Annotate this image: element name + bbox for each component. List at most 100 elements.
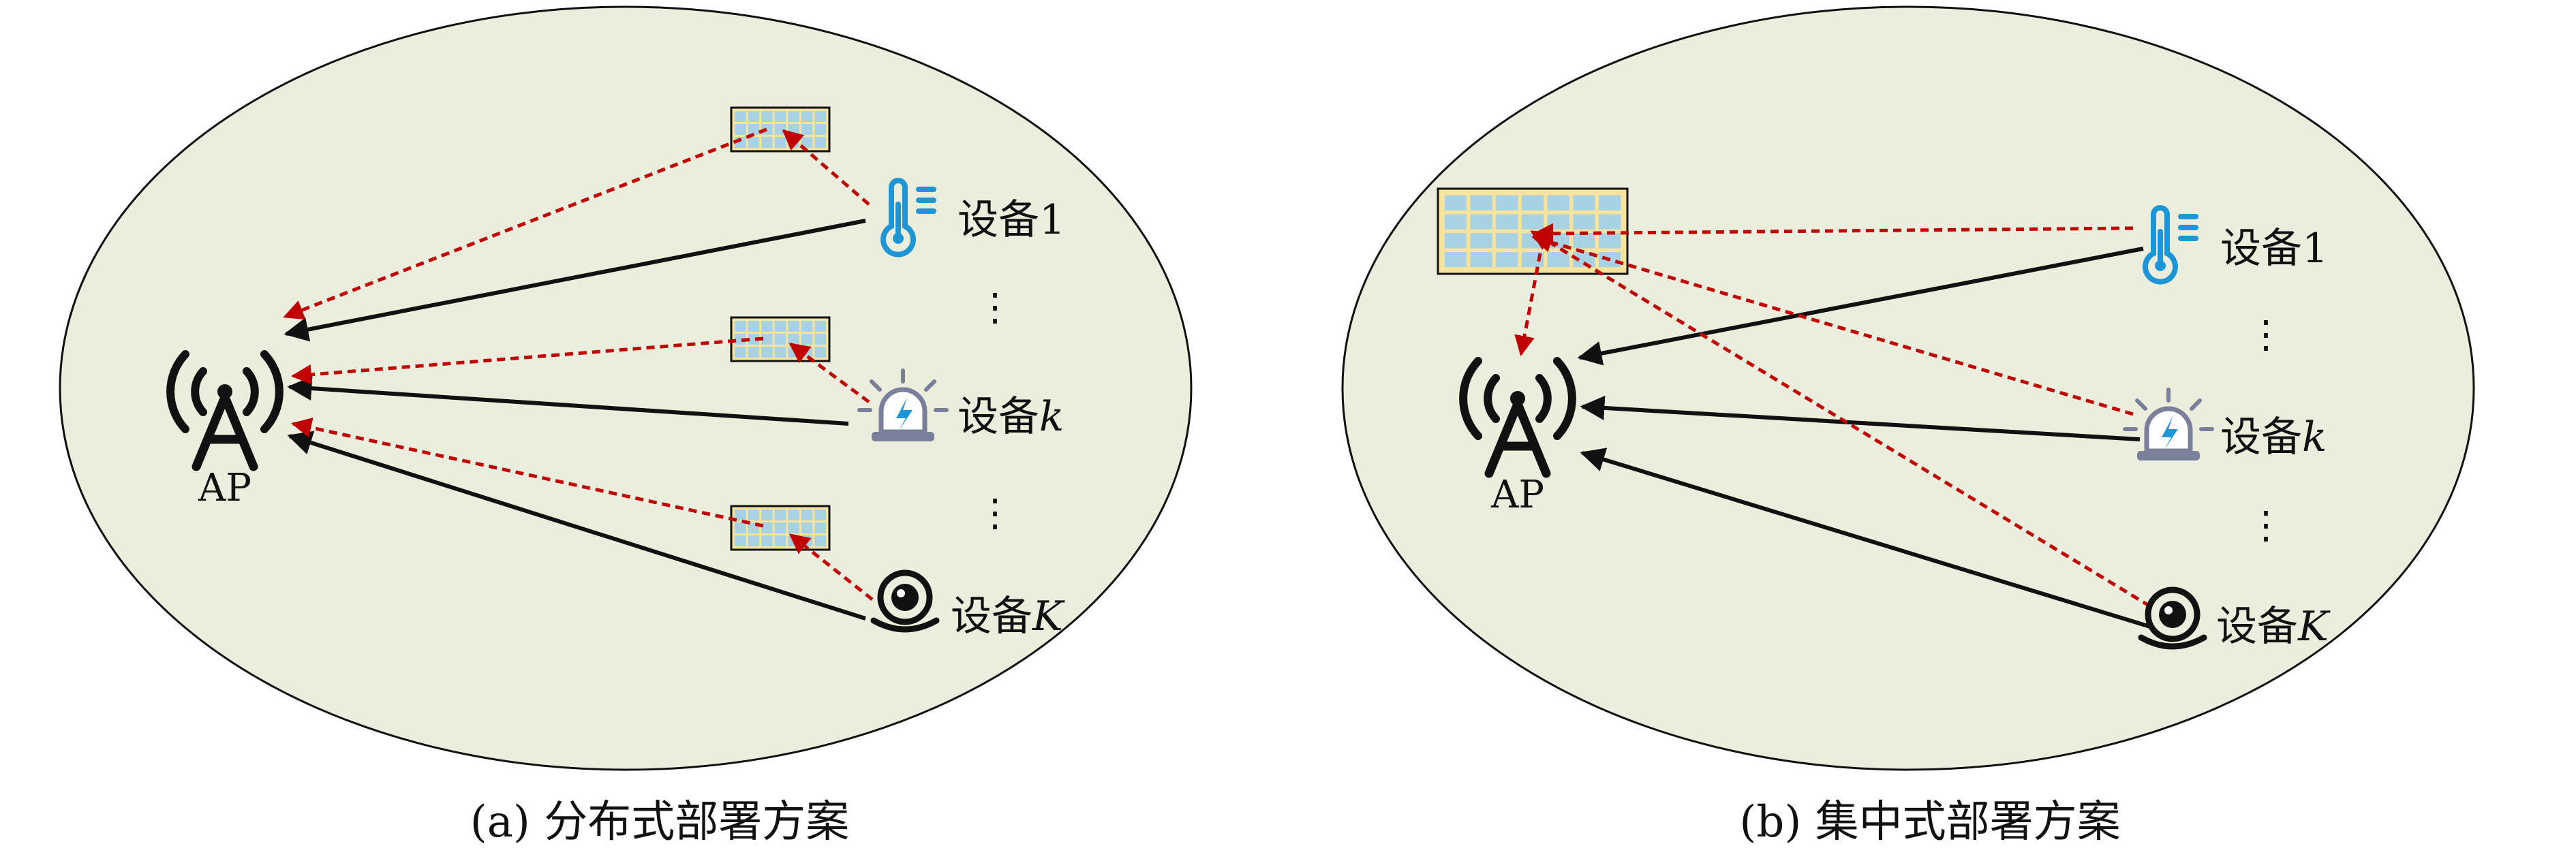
ris-element <box>814 111 826 123</box>
ris-element <box>1547 195 1569 210</box>
ris-element <box>761 136 773 148</box>
ris-element <box>1573 214 1595 230</box>
device-label-k: 设备k <box>2220 413 2327 461</box>
ris-element <box>1444 252 1467 268</box>
ris-element <box>1444 233 1467 249</box>
ris-element <box>748 510 760 521</box>
ris-element <box>748 346 760 358</box>
ris-element <box>814 321 826 332</box>
thermometer-icon <box>2143 205 2198 285</box>
direct-link-K <box>1580 448 2151 629</box>
ris-element <box>748 321 760 332</box>
ellipsis-dots: ⋮ <box>976 285 1014 330</box>
ris-element <box>735 321 746 332</box>
device-label-1: 设备1 <box>2220 225 2328 272</box>
ris-element <box>814 346 826 358</box>
ris-element <box>735 535 746 546</box>
ris-element <box>814 510 826 521</box>
ris-element <box>1496 252 1518 268</box>
panel-b: AP <box>1341 5 2475 847</box>
ris-element <box>761 522 773 533</box>
ris-element <box>814 124 826 135</box>
ris-to-ap-K <box>291 418 764 528</box>
thermometer-icon <box>880 178 936 257</box>
ellipsis-dots: ⋮ <box>2247 503 2285 548</box>
ris-element <box>748 535 760 546</box>
ris-element <box>774 346 786 358</box>
ris-element <box>748 111 760 123</box>
ris-to-ap-1 <box>283 127 767 320</box>
ris-element <box>1470 214 1492 230</box>
device-label-k: 设备k <box>957 393 1064 441</box>
ris-element <box>801 334 813 345</box>
ris-element <box>1599 214 1621 230</box>
ris-element <box>761 111 773 123</box>
ris-element <box>748 124 760 135</box>
ris-element <box>735 510 746 521</box>
ris-element <box>1470 195 1492 210</box>
direct-link-1 <box>1577 247 2144 366</box>
ris-element <box>788 522 799 533</box>
device-to-ris-1 <box>1533 223 2134 244</box>
ris-element <box>735 124 746 135</box>
ellipsis-dots: ⋮ <box>2247 313 2285 357</box>
ris-element <box>801 111 813 123</box>
ris-element <box>748 136 760 148</box>
ris-element <box>788 334 799 345</box>
ris-element <box>801 522 813 533</box>
ris-panel-K <box>730 505 831 551</box>
ris-element <box>1547 214 1569 230</box>
ris-element <box>761 535 773 546</box>
ris-element <box>761 346 773 358</box>
ris-element <box>1444 214 1467 230</box>
ris-element <box>788 124 799 135</box>
ap-tower-icon <box>166 350 283 471</box>
ris-element <box>761 510 773 521</box>
ris-element <box>814 535 826 546</box>
ris-element <box>1470 233 1492 249</box>
ris-element <box>761 334 773 345</box>
ris-panel-1 <box>730 106 831 153</box>
ris-element <box>788 321 799 332</box>
ris-element <box>1496 214 1518 230</box>
ris-to-ap <box>1514 253 1542 356</box>
coverage-area-a <box>59 5 1193 771</box>
direct-link-k <box>287 376 849 426</box>
ris-to-ap-k <box>291 336 764 385</box>
ap-tower-icon <box>1459 357 1576 478</box>
ris-element <box>1573 195 1595 210</box>
ris-element <box>814 334 826 345</box>
ris-element <box>761 321 773 332</box>
ris-element <box>735 522 746 533</box>
camera-icon <box>870 569 940 633</box>
device-label-K: 设备K <box>2216 603 2331 651</box>
ris-element <box>1521 214 1544 230</box>
ris-element <box>735 346 746 358</box>
ris-element <box>774 136 786 148</box>
device-label-K: 设备K <box>951 593 1065 640</box>
ris-element <box>774 522 786 533</box>
alarm-light-icon <box>857 369 949 441</box>
ris-element <box>774 535 786 546</box>
ris-element <box>801 321 813 332</box>
coverage-area-b <box>1341 5 2475 771</box>
ris-element <box>814 522 826 533</box>
ris-element <box>1573 233 1595 249</box>
ris-element <box>801 124 813 135</box>
ap-label: AP <box>198 466 251 510</box>
camera-icon <box>2138 586 2207 650</box>
ris-element <box>1496 233 1518 249</box>
ris-element <box>1599 233 1621 249</box>
ris-element <box>1573 252 1595 268</box>
ris-element <box>774 321 786 332</box>
ris-element <box>774 111 786 123</box>
ris-element <box>748 334 760 345</box>
device-to-ris-1 <box>782 129 870 206</box>
panel-a: AP <box>59 5 1193 847</box>
device-to-ris-k <box>1531 232 2134 416</box>
ris-element <box>774 510 786 521</box>
ris-element <box>788 510 799 521</box>
ris-element <box>814 136 826 148</box>
